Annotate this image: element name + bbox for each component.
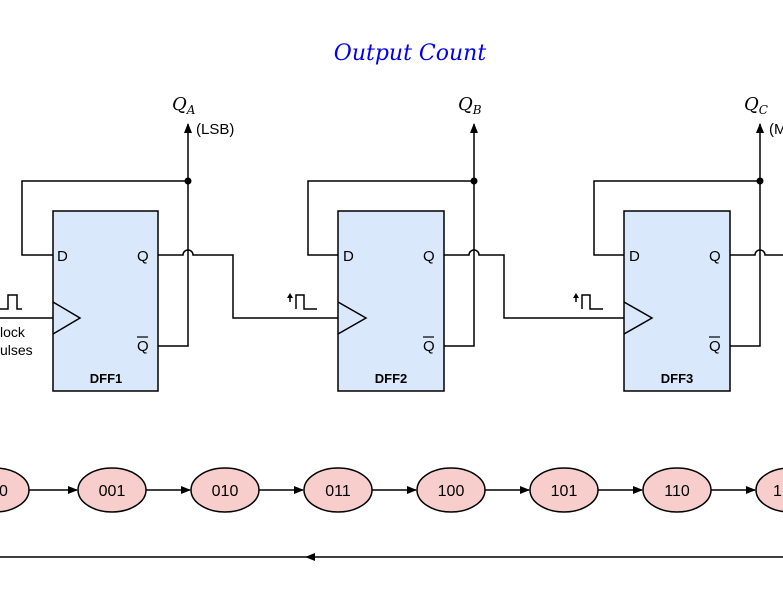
dff3: D Q Q DFF3	[623, 210, 731, 392]
dff3-junction	[756, 177, 764, 185]
dff2-feedback-wire	[307, 180, 475, 347]
dff3-feedback-wire	[593, 180, 761, 347]
state-label: 100	[438, 483, 465, 500]
dff1-q-to-dff2-clock	[158, 249, 338, 319]
clock-pulse-icon	[0, 294, 22, 310]
dff3-body	[623, 210, 731, 392]
dff3-qbar-pin: Q	[709, 338, 721, 355]
state-label: 00	[0, 483, 8, 500]
clock-pulse-icon-3	[581, 294, 603, 310]
state-label: 001	[99, 483, 126, 500]
dff2-q-pin: Q	[423, 248, 435, 265]
dff2-clock-triangle	[337, 301, 368, 335]
dff2-body	[337, 210, 445, 392]
dff3-clock-triangle	[623, 301, 654, 335]
dff2-q-to-dff3-clock	[444, 249, 624, 319]
dff1-clock-triangle	[52, 301, 82, 335]
clock-pulse-icon-2	[295, 294, 317, 310]
dff3-d-pin: D	[629, 248, 640, 265]
clock-label-line1: lock	[0, 324, 26, 340]
dff2-d-pin: D	[343, 248, 354, 265]
dff1-qbar-pin: Q	[137, 338, 149, 355]
state-label: 110	[664, 483, 690, 500]
dff2-wiring	[287, 123, 624, 347]
dff3-q-pin: Q	[709, 248, 721, 265]
dff2-name: DFF2	[375, 371, 408, 386]
dff1: D Q Q DFF1	[52, 210, 159, 392]
msb-note: (M	[769, 121, 783, 138]
state-label: 101	[551, 483, 578, 500]
clock-label-line2: ulses	[0, 342, 33, 358]
output-label-qa: QA	[172, 94, 196, 117]
dff1-name: DFF1	[90, 371, 123, 386]
dff1-wiring: lock ulses	[0, 123, 338, 358]
dff2-qbar-pin: Q	[423, 338, 435, 355]
output-label-qc: QC	[744, 94, 768, 117]
dff1-q-pin: Q	[137, 248, 149, 265]
dff1-feedback-wire	[21, 180, 189, 347]
dff1-body	[52, 210, 159, 392]
state-label: 011	[325, 483, 351, 500]
dff2: D Q Q DFF2	[337, 210, 445, 392]
state-node	[755, 467, 783, 513]
dff1-junction	[184, 177, 192, 185]
dff3-name: DFF3	[661, 371, 694, 386]
lsb-note: (LSB)	[196, 121, 234, 138]
dff3-q-output-wire	[730, 249, 783, 256]
state-label: 010	[212, 483, 239, 500]
state-label: 1	[773, 483, 782, 500]
state-sequence: 00 001 010 011 100 101 110 1	[0, 467, 783, 561]
dff3-wiring	[573, 123, 783, 347]
dff2-junction	[470, 177, 478, 185]
output-label-qb: QB	[458, 94, 482, 117]
diagram-title: Output Count	[334, 41, 487, 66]
dff1-d-pin: D	[57, 248, 68, 265]
